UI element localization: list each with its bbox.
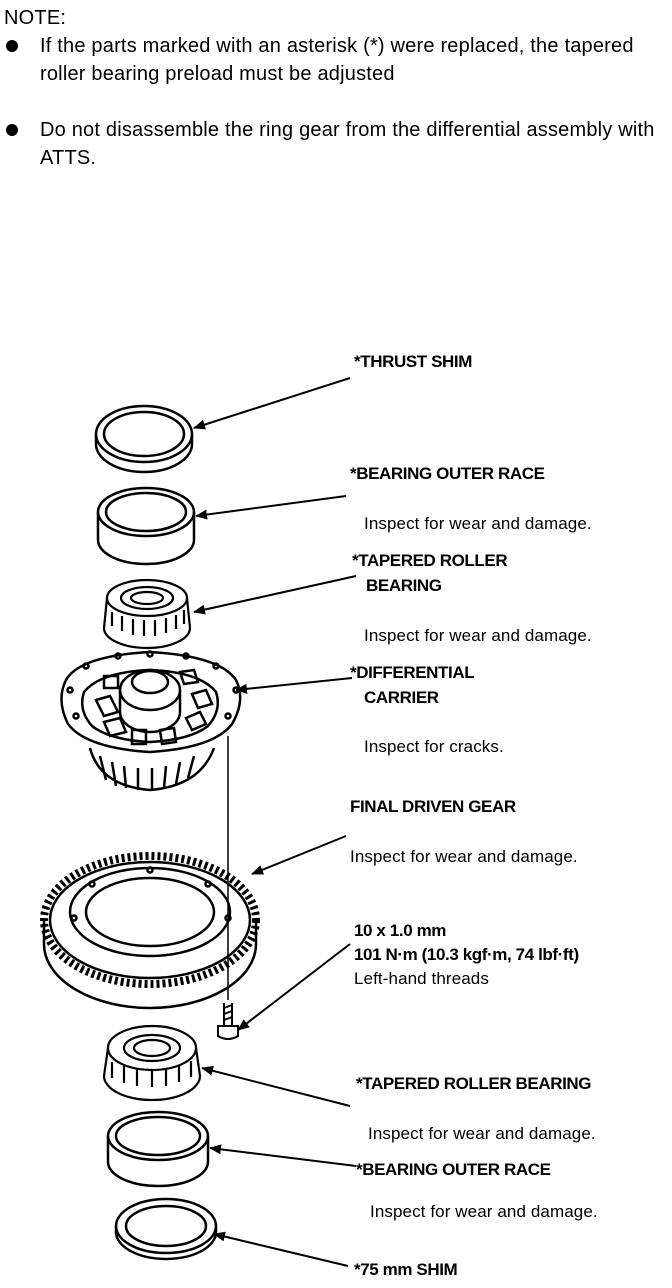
label-thrust-shim: *THRUST SHIM — [354, 352, 472, 371]
note-bullet-2: Do not disassemble the ring gear from th… — [4, 116, 668, 172]
bearing-outer-race-top-part — [96, 486, 196, 566]
shim-75-part — [114, 1197, 218, 1261]
thrust-shim-part — [94, 404, 194, 474]
label-bolt-thread: Left-hand threads — [354, 969, 489, 988]
label-bolt-torque: 101 N·m (10.3 kgf·m, 74 lbf·ft) — [354, 945, 579, 964]
note-differential-carrier: Inspect for cracks. — [364, 737, 504, 756]
tapered-roller-bearing-bottom-part — [102, 1024, 202, 1102]
note-tapered-roller-bearing-top: Inspect for wear and damage. — [364, 626, 592, 645]
note-tapered-roller-bearing-bottom: Inspect for wear and damage. — [368, 1124, 596, 1143]
label-differential-carrier-line1: *DIFFERENTIAL — [350, 663, 475, 682]
label-bolt-size: 10 x 1.0 mm — [354, 921, 446, 940]
note-bullet-1-text: If the parts marked with an asterisk (*)… — [40, 35, 634, 85]
bearing-outer-race-bottom-part — [106, 1110, 210, 1188]
label-tapered-roller-bearing-bottom: *TAPERED ROLLER BEARING — [356, 1074, 592, 1093]
note-title: NOTE: — [4, 7, 67, 29]
label-tapered-roller-bearing-top-line2: BEARING — [366, 576, 442, 595]
label-tapered-roller-bearing-top-line1: *TAPERED ROLLER — [352, 551, 508, 570]
label-bearing-outer-race-bottom: *BEARING OUTER RACE — [356, 1160, 551, 1179]
note-block: NOTE: If the parts marked with an asteri… — [4, 4, 668, 172]
differential-carrier-part — [60, 650, 242, 792]
note-bullet-1: If the parts marked with an asterisk (*)… — [4, 32, 668, 88]
note-final-driven-gear: Inspect for wear and damage. — [350, 847, 578, 866]
note-bearing-outer-race-bottom: Inspect for wear and damage. — [370, 1202, 598, 1221]
label-bearing-outer-race-top: *BEARING OUTER RACE — [350, 464, 545, 483]
label-final-driven-gear: FINAL DRIVEN GEAR — [350, 797, 516, 816]
leader-arrows — [193, 377, 357, 1267]
bullet-dot-icon — [6, 124, 18, 136]
label-differential-carrier-line2: CARRIER — [364, 688, 439, 707]
tapered-roller-bearing-top-part — [102, 578, 192, 650]
label-shim-75: *75 mm SHIM — [354, 1260, 458, 1279]
note-bearing-outer-race-top: Inspect for wear and damage. — [364, 514, 592, 533]
note-bullet-2-text: Do not disassemble the ring gear from th… — [40, 119, 655, 169]
final-driven-gear-part — [40, 852, 260, 1010]
bullet-dot-icon — [6, 40, 18, 52]
bolt-part — [217, 736, 239, 1040]
